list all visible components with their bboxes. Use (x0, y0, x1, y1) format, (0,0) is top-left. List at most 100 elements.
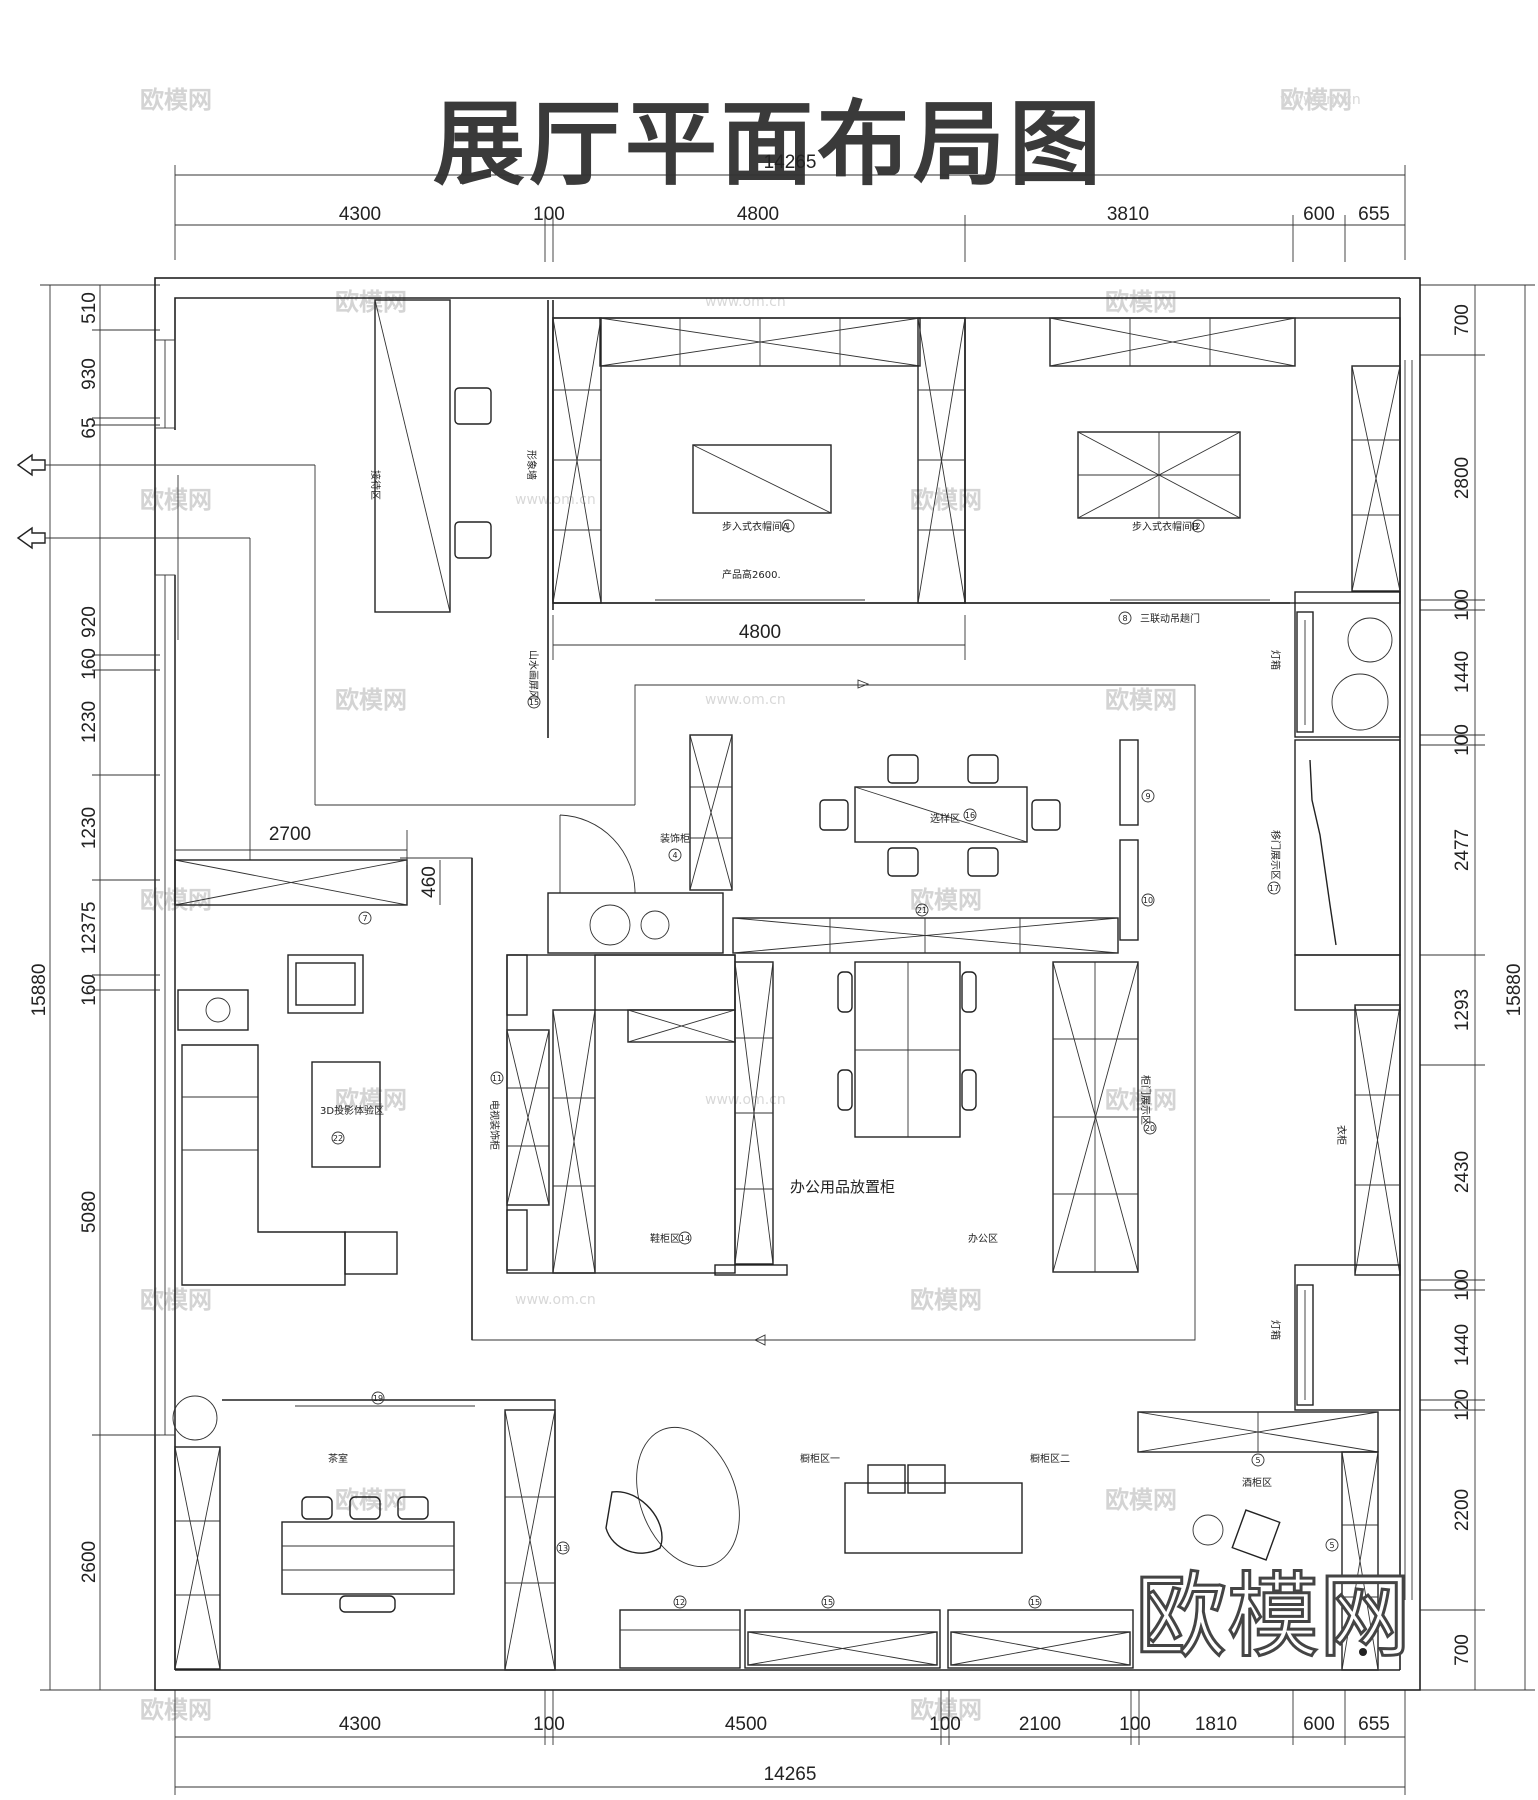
watermark-brand: 欧模网 (335, 288, 407, 316)
marker-10 (1141, 893, 1155, 907)
label-tv-cabinet: 电视装饰柜 (488, 1100, 501, 1150)
marker-20 (1143, 1121, 1157, 1135)
corner-dot-icon (1359, 1648, 1367, 1656)
dim-top-2: 100 (533, 204, 565, 225)
dim-right-10: 1440 (1452, 1324, 1473, 1366)
dim-right-1: 700 (1452, 304, 1473, 336)
plan-title: 展厅平面布局图 (432, 91, 1105, 198)
marker-15c (1028, 1595, 1042, 1609)
label-wine-area: 酒柜区 (1242, 1476, 1272, 1489)
watermark-brand: 欧模网 (910, 1286, 982, 1314)
flow-arrow-icon (857, 679, 870, 689)
watermark-brand: 欧模网 (910, 1696, 982, 1724)
watermark-url: www.om.cn (705, 692, 786, 708)
flow-arrow-icon (753, 1334, 766, 1346)
label-office-area: 办公区 (968, 1232, 998, 1245)
marker-12-number: 12 (675, 1598, 685, 1607)
dim-right-13: 700 (1452, 1634, 1473, 1666)
marker-15b (821, 1595, 835, 1609)
dim-left-6: 1230 (79, 701, 100, 743)
marker-14 (678, 1231, 692, 1245)
dim-top-1: 4300 (339, 204, 381, 225)
reception-area: 接待区 形象墙 山水画屏风 15 (177, 299, 554, 738)
plant-icon (1347, 617, 1393, 663)
dim-bottom-9: 655 (1358, 1714, 1390, 1735)
marker-7 (358, 911, 372, 925)
marker-11 (490, 1071, 504, 1085)
label-lamp-a: 灯箱 (1269, 650, 1282, 670)
plant-icon (589, 904, 631, 946)
watermark-brand: 欧模网 (1105, 1486, 1177, 1514)
dim-left-2: 930 (79, 358, 100, 390)
plant-icon (1331, 673, 1389, 731)
marker-5b-number: 5 (1329, 1541, 1334, 1550)
plant-icon (640, 910, 670, 940)
dim-right-total: 15880 (1504, 964, 1525, 1017)
label-screen: 山水画屏风 (527, 650, 539, 700)
dim-bottom-2: 100 (533, 1714, 565, 1735)
marker-9-number: 9 (1145, 792, 1150, 801)
watermark-brand: 欧模网 (1105, 288, 1177, 316)
watermark-url: www.om.cn (1280, 92, 1361, 108)
marker-17 (1267, 881, 1281, 895)
label-projection: 3D投影体验区 (320, 1104, 384, 1117)
label-door-display-b: 移门展示区 (1269, 830, 1282, 880)
watermark-brand: 欧模网 (910, 486, 982, 514)
dim-right-5: 100 (1452, 724, 1473, 756)
watermark-brand: 欧模网 (335, 1086, 407, 1114)
dim-right-9: 100 (1452, 1269, 1473, 1301)
marker-16 (963, 808, 977, 822)
label-door-display-a: 柜门展示区 (1139, 1075, 1152, 1125)
marker-5b (1325, 1538, 1339, 1552)
marker-13 (556, 1541, 570, 1555)
dim-left-9: 160 (79, 974, 100, 1006)
watermark-brand: 欧模网 (910, 886, 982, 914)
marker-5a (1251, 1453, 1265, 1467)
dim-left-5: 160 (79, 648, 100, 680)
marker-2-number: 2 (1195, 522, 1200, 531)
dim-right-2: 2800 (1452, 457, 1473, 499)
marker-17-number: 17 (1269, 884, 1279, 893)
watermark-url: www.om.cn (705, 294, 786, 310)
dim-inner-4800: 4800 (739, 622, 781, 643)
label-product-height: 产品高2600. (722, 568, 781, 581)
dim-bottom-3: 4500 (725, 1714, 767, 1735)
label-office-cabinet: 办公用品放置柜 (790, 1178, 895, 1196)
marker-8 (1118, 611, 1132, 625)
watermark-brand: 欧模网 (1105, 1086, 1177, 1114)
label-walkin-a: 步入式衣帽间A (722, 520, 789, 533)
label-cabinet-two: 橱柜区二 (1030, 1452, 1070, 1465)
dim-left-total: 15880 (29, 964, 50, 1017)
watermark-brand: 欧模网 (140, 1286, 212, 1314)
dim-bottom-4: 100 (929, 1714, 961, 1735)
dimension-texts: 14265 4300 100 4800 3810 600 655 4300 10… (29, 152, 1525, 1785)
marker-2 (1191, 519, 1205, 533)
marker-8-number: 8 (1122, 614, 1127, 623)
marker-10-number: 10 (1143, 896, 1153, 905)
dim-right-12: 2200 (1452, 1489, 1473, 1531)
watermark-brand: 欧模网 (140, 486, 212, 514)
dim-left-8: 12375 (79, 902, 100, 955)
watermark-url: www.om.cn (515, 1292, 596, 1308)
label-tea-room: 茶室 (328, 1452, 348, 1465)
marker-14-number: 14 (680, 1234, 690, 1243)
dim-bottom-6: 100 (1119, 1714, 1151, 1735)
marker-12 (673, 1595, 687, 1609)
dim-bottom-total: 14265 (764, 1764, 817, 1785)
dim-right-8: 2430 (1452, 1151, 1473, 1193)
label-walkin-b: 步入式衣帽间B (1132, 520, 1199, 533)
exit-arrow-icon (16, 526, 46, 550)
dim-top-4: 3810 (1107, 204, 1149, 225)
dim-bottom-7: 1810 (1195, 1714, 1237, 1735)
dim-left-1: 510 (79, 292, 100, 324)
marker-15c-number: 15 (1030, 1598, 1040, 1607)
entrance-arrows (16, 453, 316, 860)
dim-top-5: 600 (1303, 204, 1335, 225)
marker-9 (1141, 789, 1155, 803)
watermark-brand: 欧模网 (335, 686, 407, 714)
marker-21 (915, 903, 929, 917)
dim-left-10: 5080 (79, 1191, 100, 1233)
marker-7-number: 7 (362, 914, 367, 923)
